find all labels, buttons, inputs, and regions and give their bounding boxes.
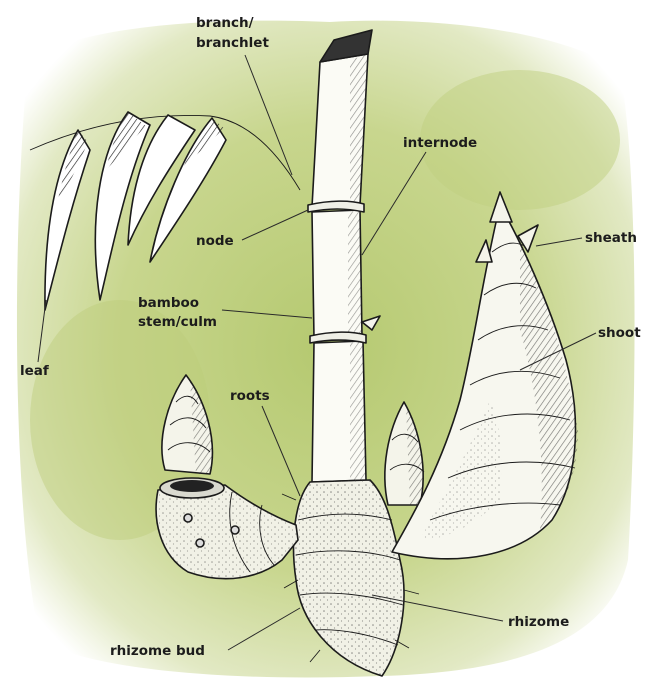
culm-shading xyxy=(348,210,362,336)
label-roots: roots xyxy=(230,388,270,404)
label-bamboo: bamboo xyxy=(138,295,199,311)
label-node: node xyxy=(196,233,234,249)
label-rhizome-bud: rhizome bud xyxy=(110,643,205,659)
label-leaf: leaf xyxy=(20,363,49,379)
rhizome-bud-eye xyxy=(184,514,192,522)
label-sheath: sheath xyxy=(585,230,637,246)
label-branch: branch/ xyxy=(196,15,254,31)
rhizome-bud-eye xyxy=(231,526,239,534)
label-branchlet: branchlet xyxy=(196,35,269,51)
label-stem-culm: stem/culm xyxy=(138,314,217,330)
rhizome-bud-hollow xyxy=(170,480,214,492)
label-internode: internode xyxy=(403,135,477,151)
label-rhizome: rhizome xyxy=(508,614,569,630)
rhizome-bud-eye xyxy=(196,539,204,547)
label-shoot: shoot xyxy=(598,325,641,341)
